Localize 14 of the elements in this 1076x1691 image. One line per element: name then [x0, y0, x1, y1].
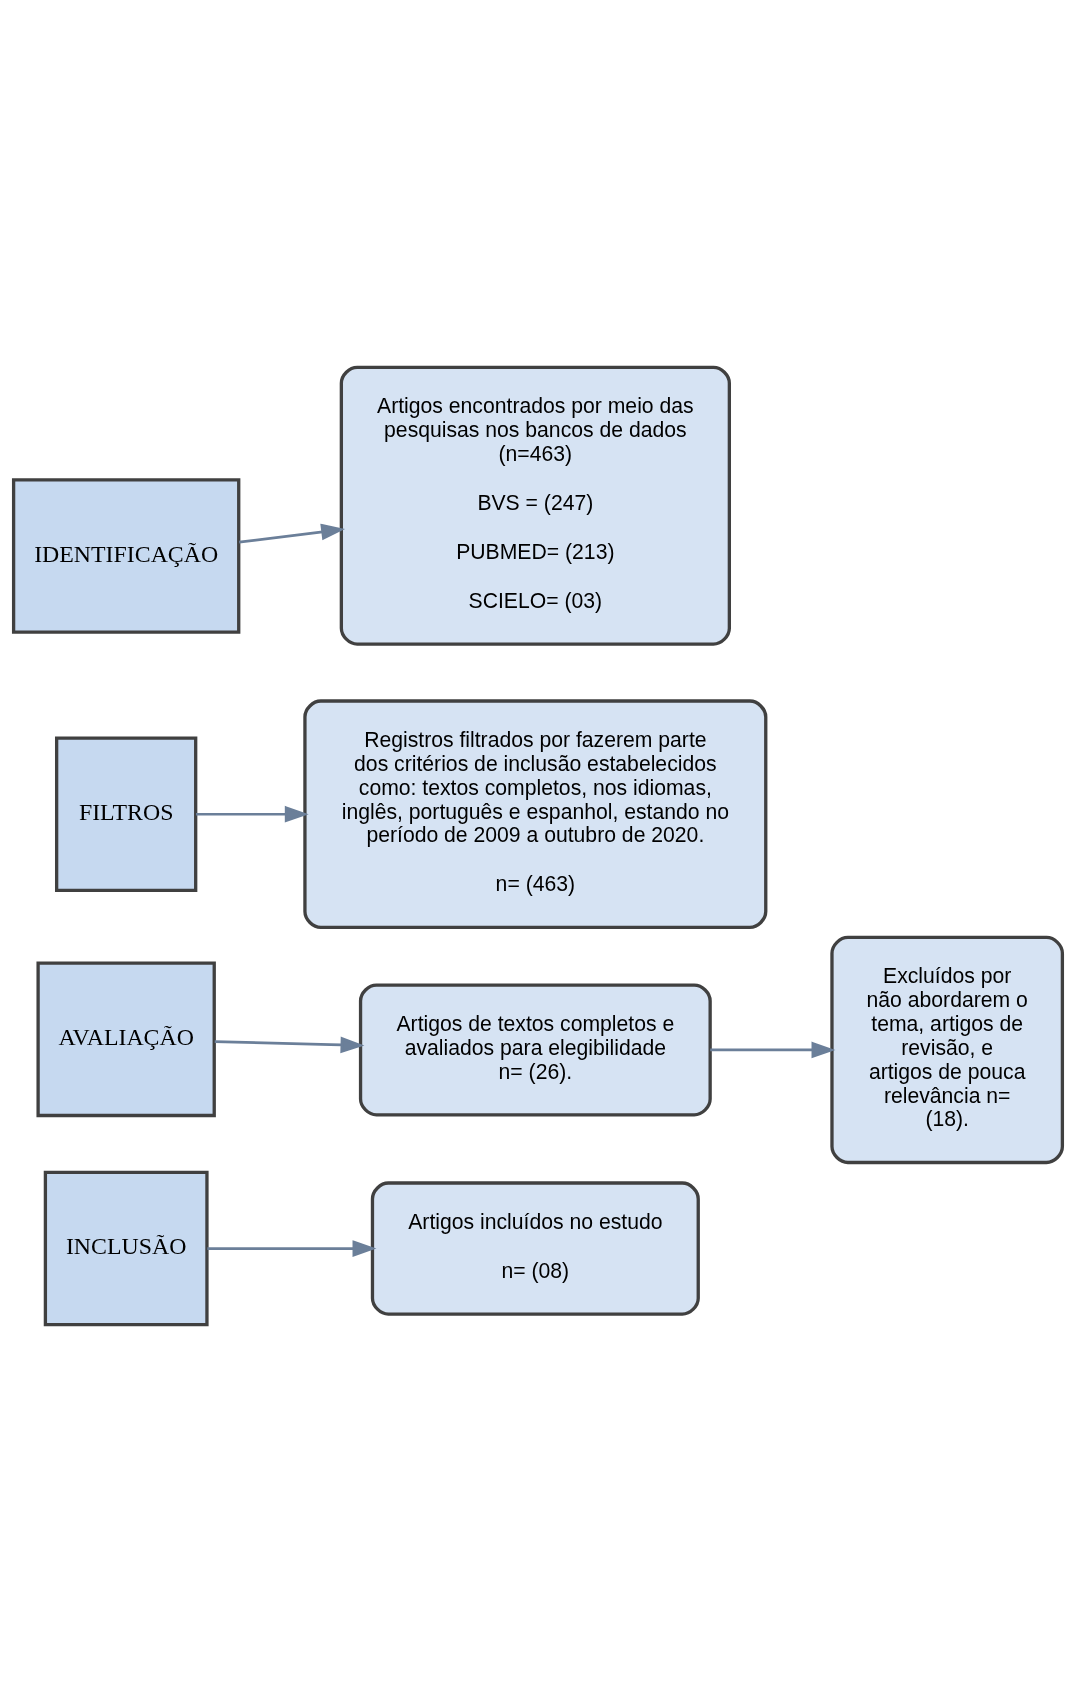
- node-box: Artigos incluídos no estudo n= (08): [370, 1180, 700, 1316]
- arrow: [214, 1036, 365, 1053]
- node-box: AVALIAÇÃO: [36, 961, 216, 1117]
- arrow: [196, 805, 309, 823]
- node-box: Excluídos por não abordarem o tema, artigos de revisão, e artigos de pouca relevância n= (18).: [830, 935, 1065, 1164]
- arrow: [710, 1041, 836, 1058]
- node-box: FILTROS: [55, 735, 198, 892]
- node-box: Registros filtrados por fazerem parte dos critérios de inclusão estabelecidos como: textos completos, nos idiomas, inglês, português e espanhol, estando no período de 2009 a outubro de 2020. n= (463): [303, 698, 768, 929]
- node-box: IDENTIFICAÇÃO: [11, 477, 241, 634]
- node-box: Artigos de textos completos e avaliados para elegibilidade n= (26).: [358, 982, 712, 1116]
- node-box: INCLUSÃO: [43, 1170, 209, 1326]
- arrow: [238, 523, 346, 543]
- arrow: [207, 1239, 377, 1257]
- node-box: Artigos encontrados por meio das pesquisas nos bancos de dados (n=463) BVS = (247) PUBMED= (213) SCIELO= (03): [339, 365, 731, 646]
